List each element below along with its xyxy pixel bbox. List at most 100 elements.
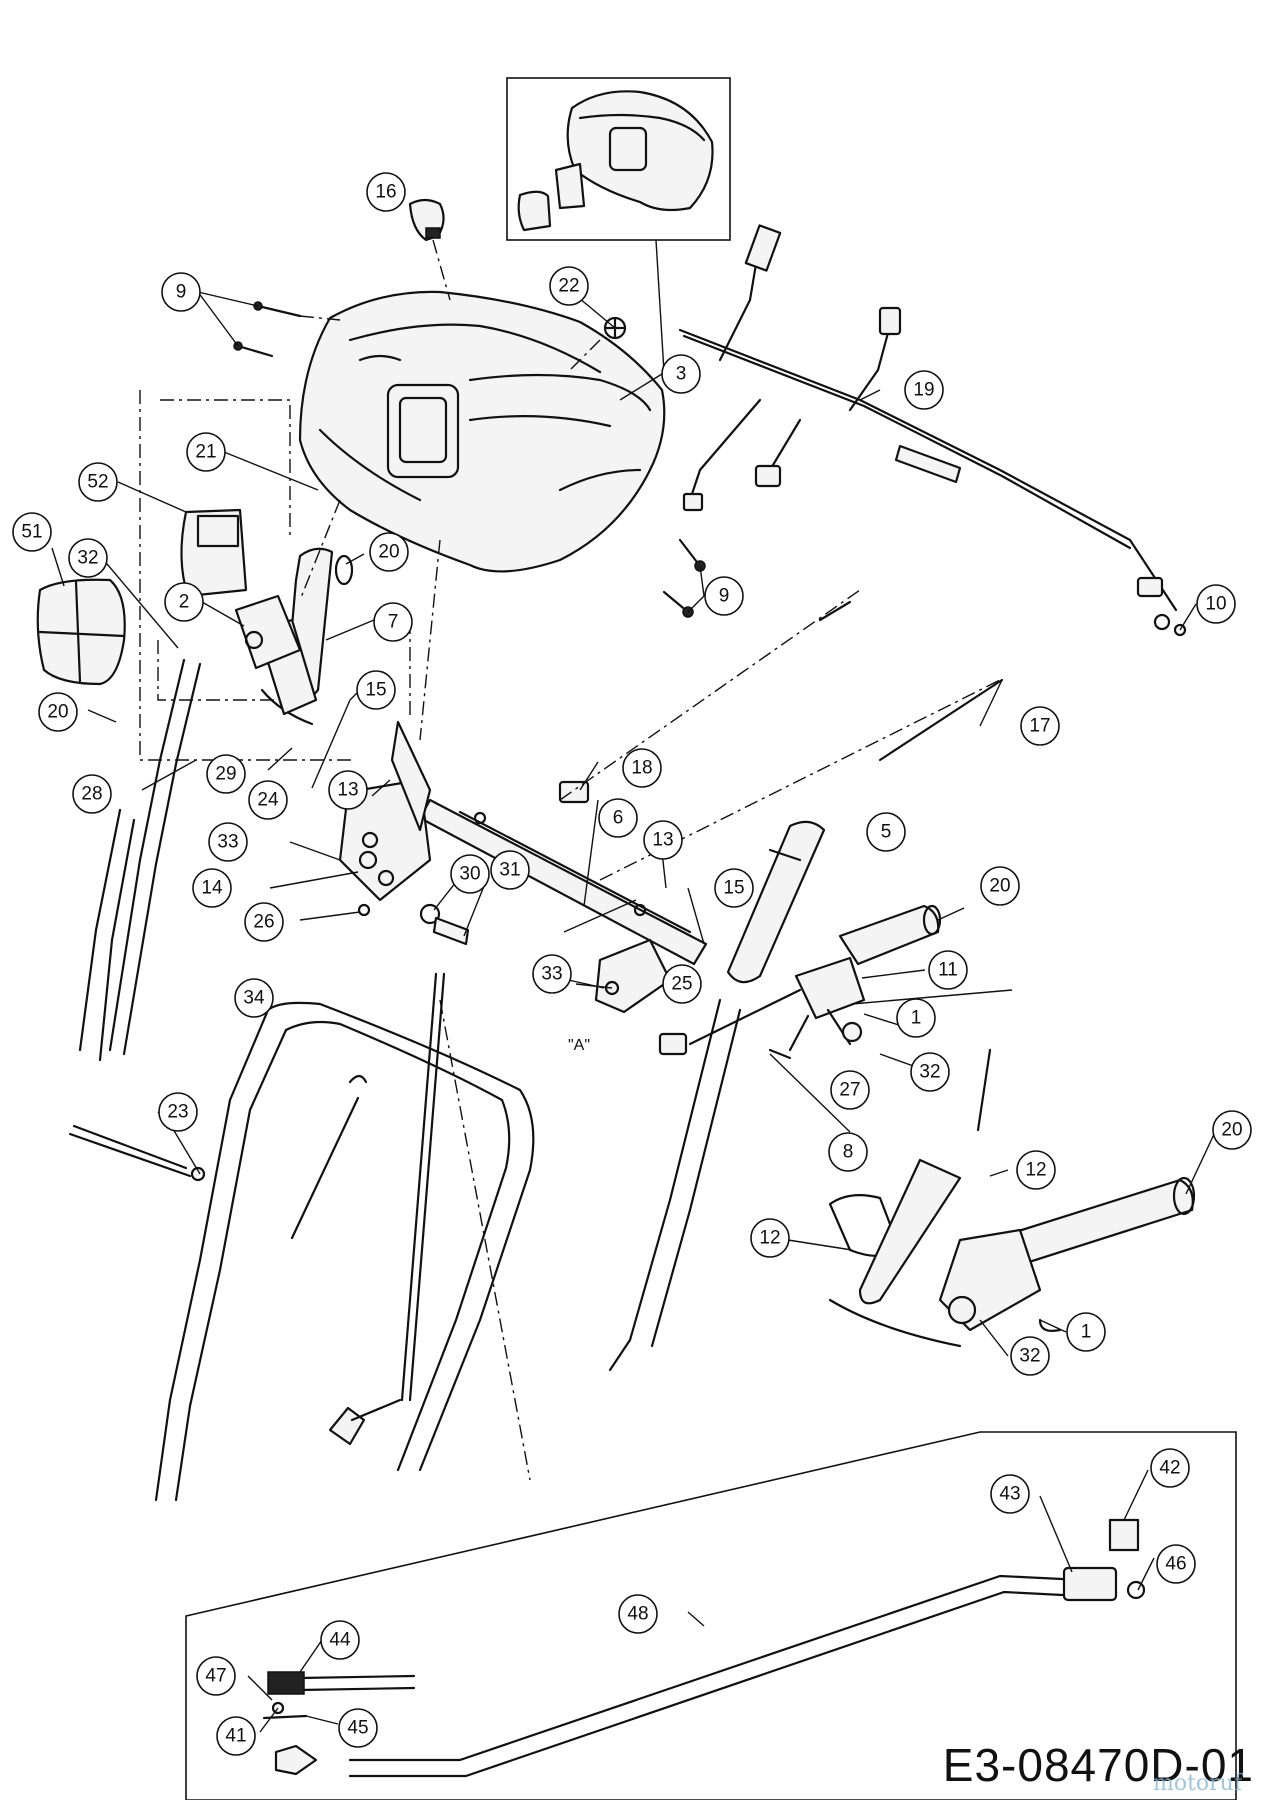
callout-30: 30	[450, 854, 490, 894]
callout-13: 13	[328, 770, 368, 810]
callout-label: 9	[176, 282, 187, 303]
callout-31: 31	[490, 850, 530, 890]
callout-8: 8	[828, 1132, 868, 1172]
callout-label: 12	[759, 1228, 780, 1249]
chute-rod	[328, 972, 446, 1446]
callout-label: 33	[541, 964, 562, 985]
callout-label: 13	[337, 780, 358, 801]
callout-label: 48	[627, 1604, 648, 1625]
callout-10: 10	[1196, 584, 1236, 624]
chute-lever-right	[726, 820, 826, 984]
callout-label: 7	[388, 612, 399, 633]
callout-7: 7	[373, 602, 413, 642]
callout-label: 42	[1159, 1458, 1180, 1479]
callout-label: 30	[459, 864, 480, 885]
callout-label: 24	[257, 790, 279, 811]
callout-label: 10	[1205, 594, 1226, 615]
callout-13: 13	[643, 820, 683, 860]
callout-label: 20	[378, 542, 399, 563]
callout-label: 28	[81, 784, 102, 805]
callout-32: 32	[910, 1052, 950, 1092]
bracket-assembly-left	[234, 594, 302, 670]
callout-21: 21	[186, 432, 226, 472]
callout-label: 22	[558, 276, 579, 297]
screws-bottom	[662, 538, 706, 618]
watermark: motoruf	[1152, 1771, 1242, 1796]
callout-20: 20	[38, 692, 78, 732]
panel-cover	[180, 508, 248, 598]
callout-label: 15	[723, 878, 744, 899]
callout-label: 32	[77, 548, 98, 569]
callout-1: 1	[896, 998, 936, 1038]
handle-link	[68, 1124, 206, 1182]
rod-inset	[262, 1518, 1146, 1778]
callout-label: 34	[243, 988, 265, 1009]
callout-15: 15	[356, 670, 396, 710]
callout-48: 48	[618, 1594, 658, 1634]
callout-label: 15	[365, 680, 386, 701]
handle-grip-right	[838, 904, 942, 966]
callout-15: 15	[714, 868, 754, 908]
callout-44: 44	[320, 1620, 360, 1660]
callout-19: 19	[904, 370, 944, 410]
callout-label: 25	[671, 974, 692, 995]
callout-label: 11	[938, 960, 958, 981]
callout-label: 31	[499, 860, 520, 881]
drawing-number: E3-08470D-01	[942, 1739, 1254, 1791]
callout-41: 41	[216, 1716, 256, 1756]
callout-label: 20	[47, 702, 68, 723]
callout-label: 51	[21, 522, 42, 543]
callout-label: 41	[225, 1726, 246, 1747]
callout-label: 20	[989, 876, 1010, 897]
callout-25: 25	[662, 964, 702, 1004]
callout-label: 1	[1081, 1322, 1092, 1343]
pivot-bracket-left	[338, 720, 432, 902]
callout-label: 6	[613, 808, 624, 829]
callout-24: 24	[248, 780, 288, 820]
callout-43: 43	[990, 1474, 1030, 1514]
console-housing	[298, 290, 666, 573]
callout-6: 6	[598, 798, 638, 838]
callout-20: 20	[980, 866, 1020, 906]
callout-26: 26	[244, 902, 284, 942]
callout-label: 46	[1165, 1554, 1186, 1575]
control-bracket-right	[658, 956, 866, 1060]
console-inset-frame	[506, 77, 731, 241]
callout-label: 17	[1029, 716, 1050, 737]
callout-20: 20	[369, 532, 409, 572]
callout-label: 20	[1221, 1120, 1242, 1141]
cable-tie	[290, 1074, 368, 1240]
callout-34: 34	[234, 978, 274, 1018]
pivot-bracket-right	[594, 938, 672, 1014]
callout-label: 16	[375, 182, 396, 203]
view-note-a: "A"	[568, 1037, 590, 1054]
rod-inset-frame	[185, 1431, 1237, 1800]
callout-label: 44	[329, 1630, 351, 1651]
callout-label: 52	[87, 472, 108, 493]
callout-45: 45	[338, 1708, 378, 1748]
callout-label: 2	[179, 592, 190, 613]
callout-27: 27	[830, 1070, 870, 1110]
callout-52: 52	[78, 462, 118, 502]
callout-32: 32	[1010, 1336, 1050, 1376]
callout-32: 32	[68, 538, 108, 578]
callout-label: 27	[839, 1080, 860, 1101]
callout-label: 29	[215, 764, 236, 785]
callout-51: 51	[12, 512, 52, 552]
callout-11: 11	[928, 950, 968, 990]
leader-lines	[51, 287, 1217, 1733]
callout-label: 47	[205, 1666, 226, 1687]
screws-top	[233, 301, 302, 358]
callout-label: 3	[676, 364, 687, 385]
callout-12: 12	[750, 1218, 790, 1258]
callout-label: 8	[843, 1142, 854, 1163]
lens-cover	[36, 578, 126, 686]
callout-18: 18	[622, 748, 662, 788]
callout-12: 12	[1016, 1150, 1056, 1190]
console-inset	[517, 90, 714, 232]
callout-label: 23	[167, 1102, 188, 1123]
callout-23: 23	[158, 1092, 198, 1132]
callout-label: 32	[919, 1062, 940, 1083]
callout-label: 18	[631, 758, 652, 779]
